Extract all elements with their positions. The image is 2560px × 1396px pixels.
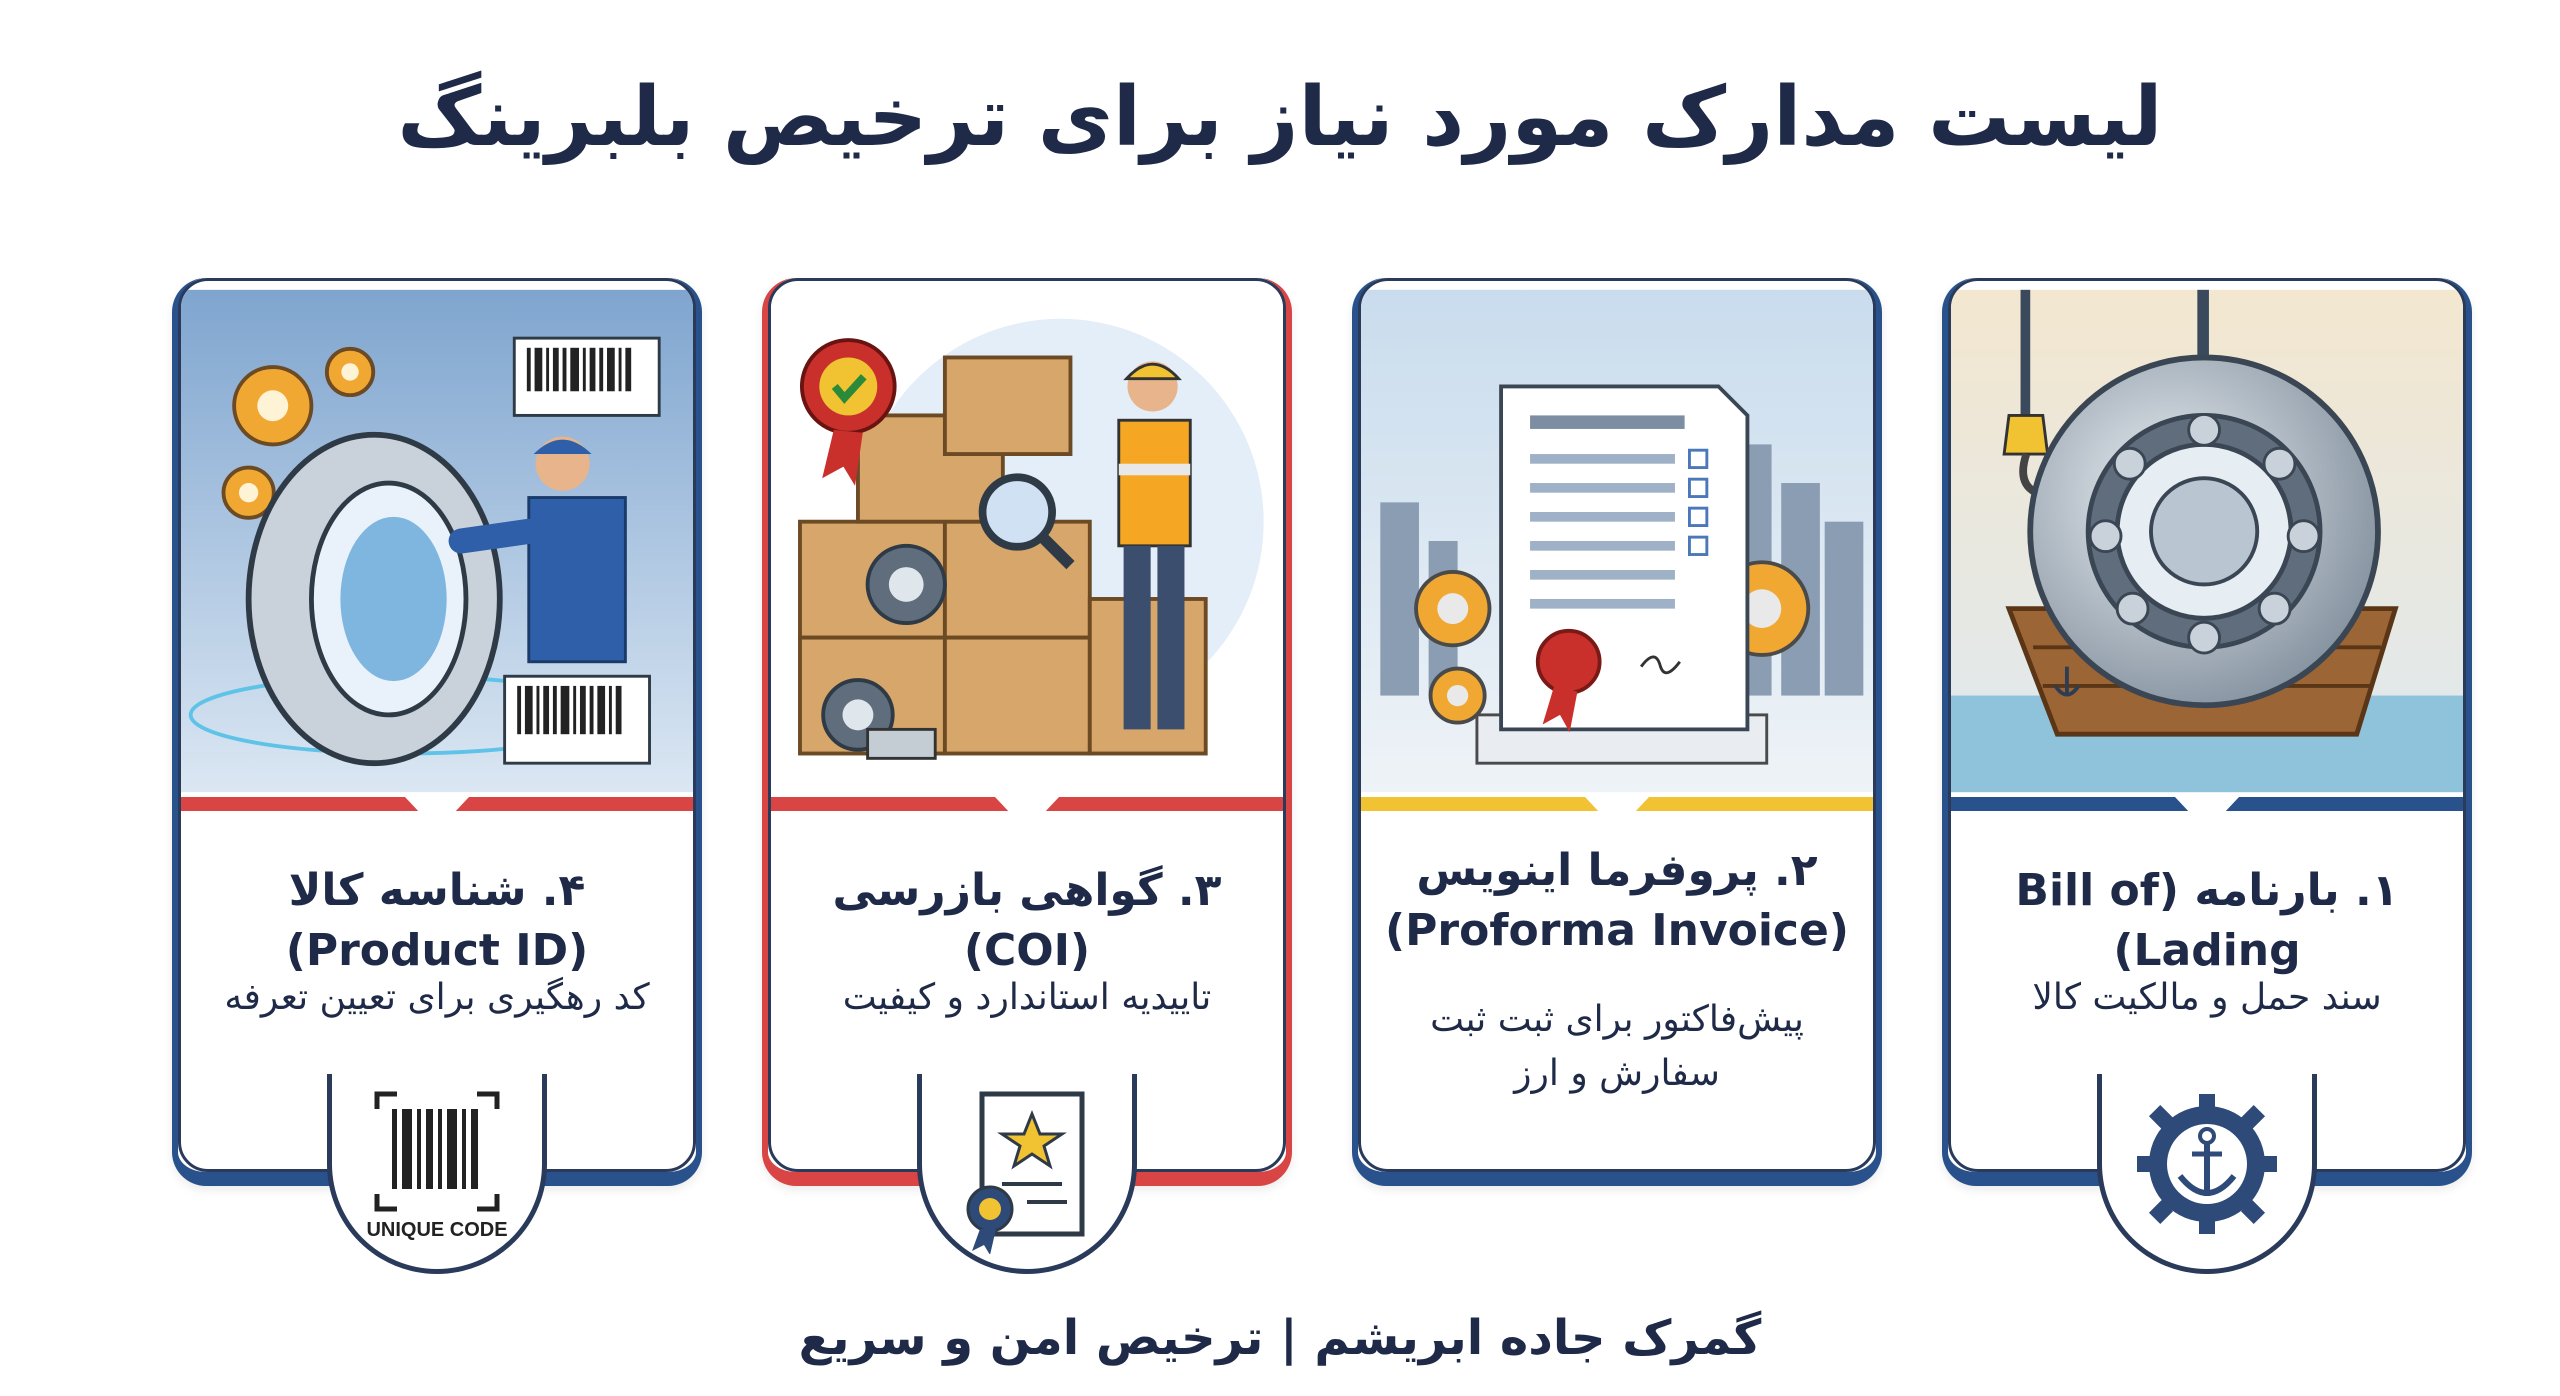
card-title-english: (Proforma Invoice) [1385, 905, 1849, 956]
barcode-icon: UNIQUE CODE [327, 1074, 547, 1274]
card-product-id: ۴. شناسه کالا (Product ID) کد رهگیری برا… [172, 278, 702, 1186]
card-title: ۱. بارنامه (Bill of Lading) [2015, 865, 2399, 976]
product-id-image [181, 289, 693, 793]
inspection-image [771, 289, 1283, 793]
card-title: ۲. پروفرما اینویس [1416, 845, 1818, 896]
anchor-gear-icon [2097, 1074, 2317, 1274]
barcode-label: UNIQUE CODE [366, 1219, 507, 1241]
card-description: تاییدیه استاندارد و کیفیت [842, 977, 1212, 1018]
footer-tagline: گمرک جاده ابریشم | ترخیص امن و سریع [798, 1310, 1762, 1366]
card-bill-of-lading: ۱. بارنامه (Bill of Lading) سند حمل و ما… [1942, 278, 2472, 1186]
page-title: لیست مدارک مورد نیاز برای ترخیص بلبرینگ [397, 70, 2163, 165]
card-title: ۴. شناسه کالا (Product ID) [285, 865, 589, 976]
product-id-illustration [181, 281, 693, 801]
card-description: پیش‌فاکتور برای ثبت ثبت سفارش و ارز [1430, 999, 1804, 1094]
inspection-illustration [771, 281, 1283, 801]
ship-bearing-image [1951, 289, 2463, 793]
invoice-image [1361, 289, 1873, 793]
certificate-icon [917, 1074, 1137, 1274]
card-inspection-certificate: ۳. گواهی بازرسی (COI) تاییدیه استاندارد … [762, 278, 1292, 1186]
ship-bearing-illustration [1951, 281, 2463, 801]
card-proforma-invoice: ۲. پروفرما اینویس (Proforma Invoice) پیش… [1352, 278, 1882, 1186]
card-title: ۳. گواهی بازرسی (COI) [832, 865, 1222, 976]
card-description: سند حمل و مالکیت کالا [2032, 977, 2382, 1018]
card-description: کد رهگیری برای تعیین تعرفه [224, 977, 650, 1018]
invoice-illustration [1361, 281, 1873, 801]
